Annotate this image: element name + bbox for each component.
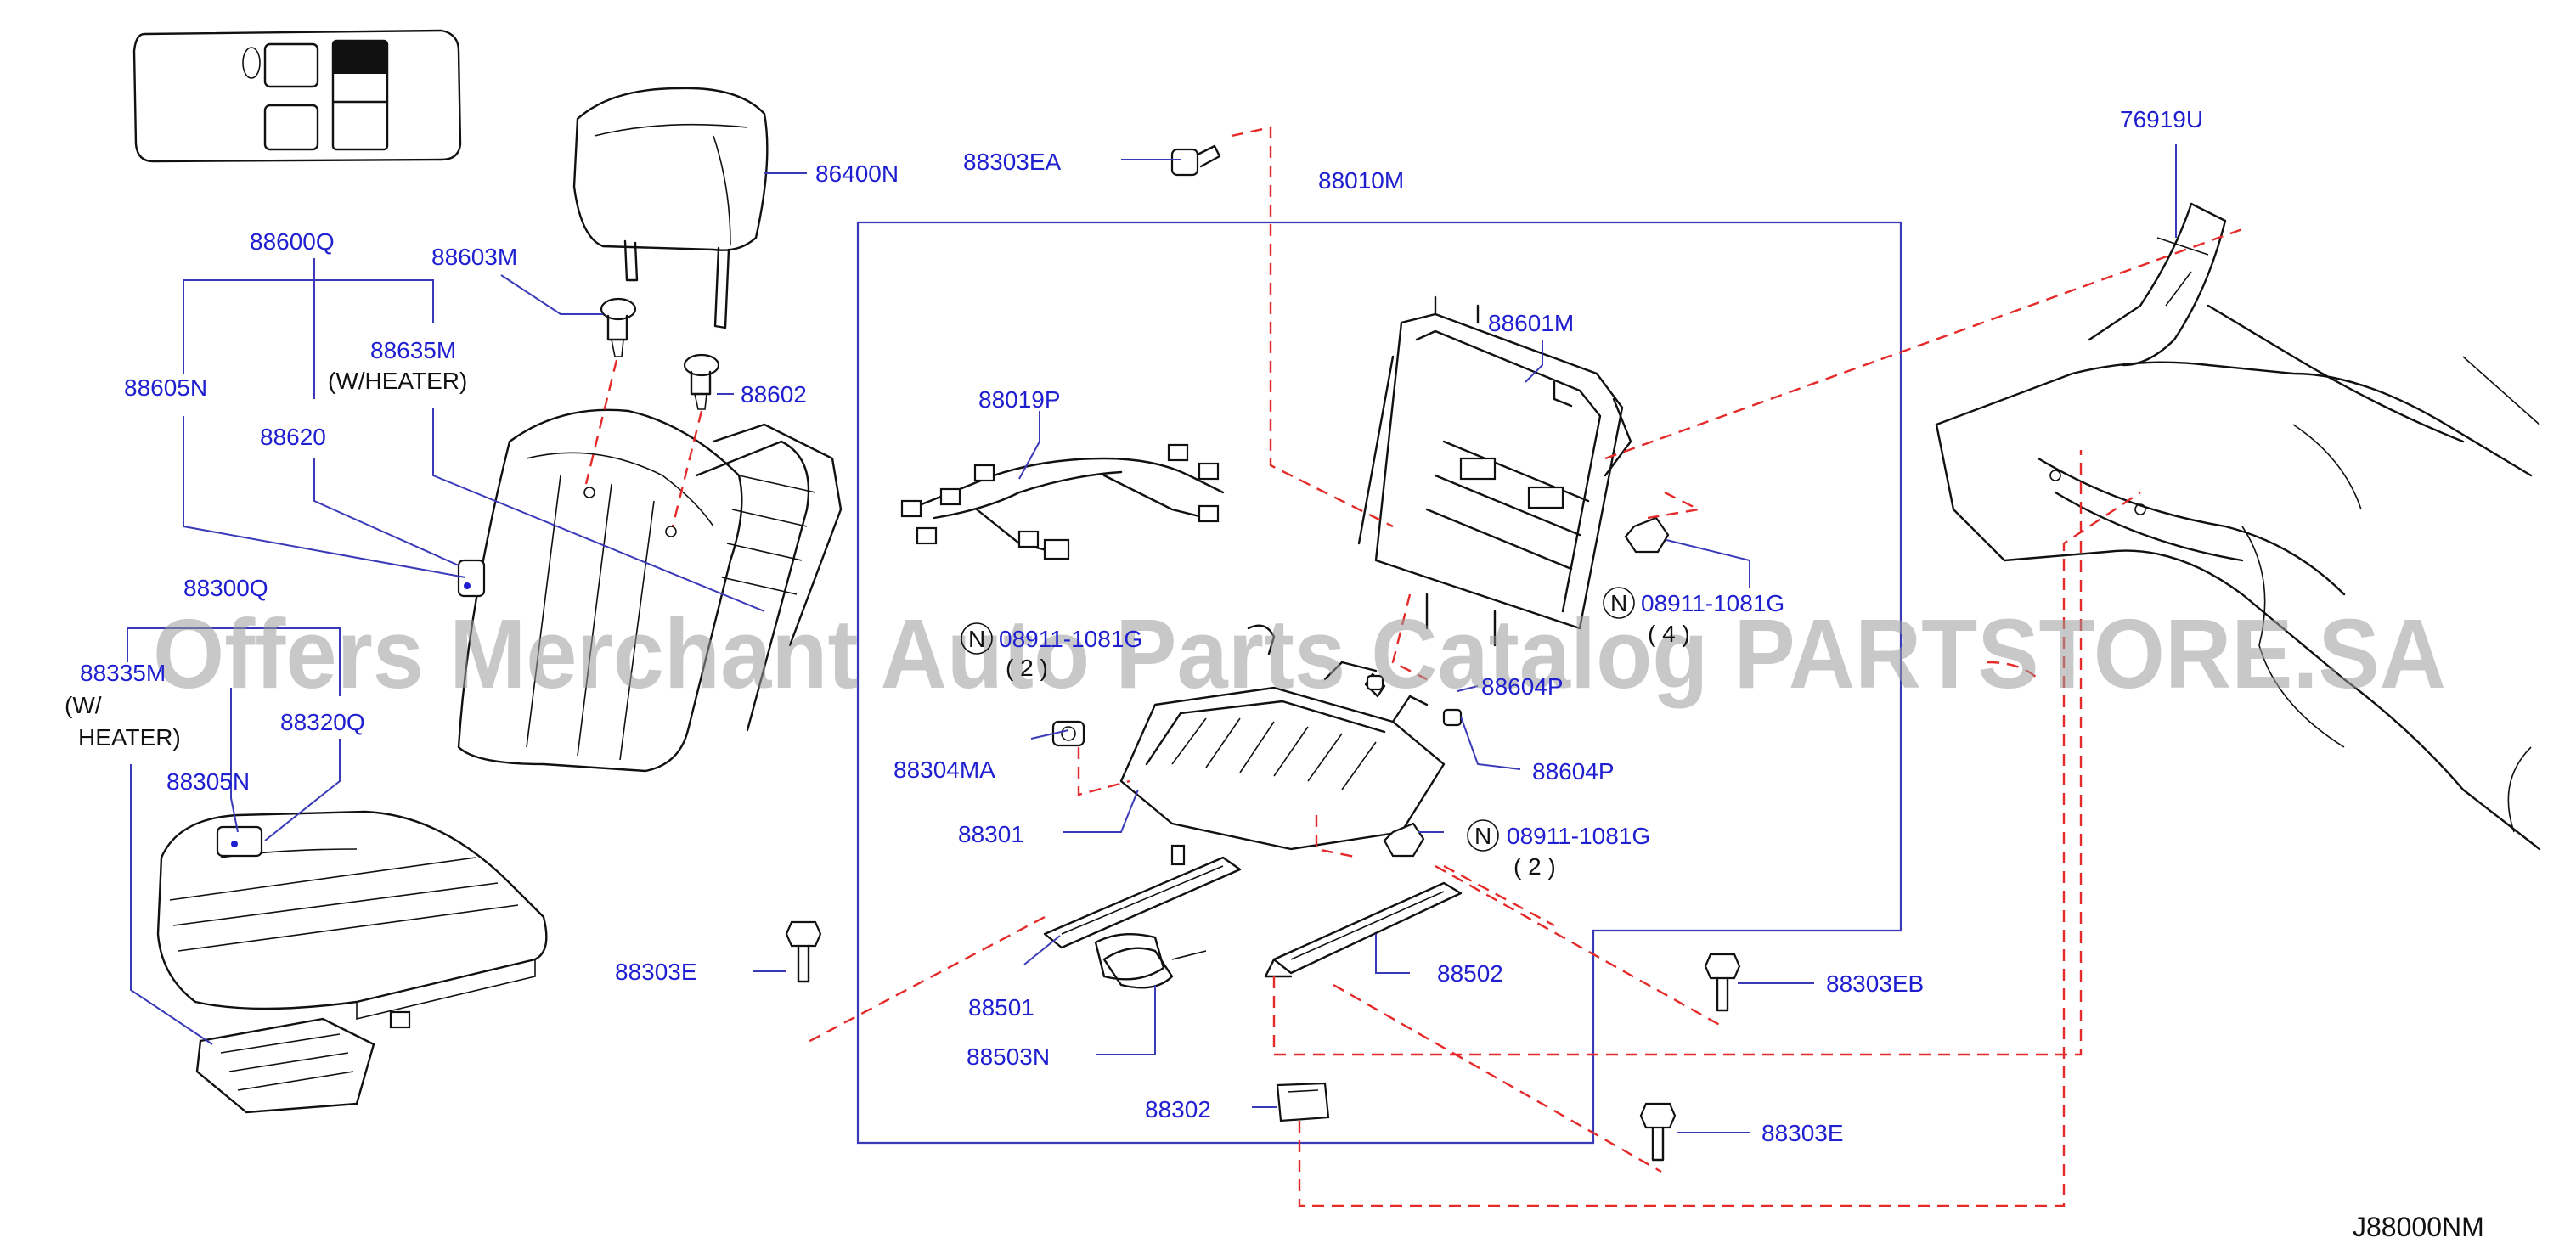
part-label-88600Q[interactable]: 88600Q <box>250 228 335 255</box>
vehicle-locator-thumbnail <box>132 29 462 163</box>
part-label-88635M[interactable]: 88635M <box>370 337 456 363</box>
part-label-88304MA[interactable]: 88304MA <box>893 757 995 783</box>
part-label-88602[interactable]: 88602 <box>741 381 807 408</box>
nut-08911-a-drawing <box>1624 516 1670 554</box>
callout-leader-lines <box>127 144 2177 1133</box>
part-label-88501[interactable]: 88501 <box>968 994 1034 1021</box>
part-label-88305N[interactable]: 88305N <box>166 768 250 795</box>
part-label-88601M[interactable]: 88601M <box>1488 310 1574 336</box>
bolt-88303E-right-drawing <box>1639 1102 1677 1162</box>
note-qty-2b: ( 2 ) <box>1513 853 1556 880</box>
seat-back-drawing <box>457 408 843 773</box>
part-label-88300Q[interactable]: 88300Q <box>183 575 268 601</box>
seat-cushion-drawing <box>156 810 548 1114</box>
part-label-88502[interactable]: 88502 <box>1437 960 1503 987</box>
n-symbol-c: N <box>1474 823 1491 849</box>
part-label-88320Q[interactable]: 88320Q <box>280 709 365 735</box>
note-qty-2a: ( 2 ) <box>1006 655 1048 681</box>
wire-harness-88019P-drawing <box>900 443 1225 560</box>
headrest-drawing <box>572 87 769 329</box>
part-label-08911-b[interactable]: 08911-1081G <box>999 626 1142 652</box>
part-label-08911-c[interactable]: 08911-1081G <box>1507 823 1650 849</box>
cap-88302-drawing <box>1276 1082 1330 1122</box>
assembly-88010M-frame <box>856 221 1902 1145</box>
part-label-88303E-right[interactable]: 88303E <box>1761 1120 1844 1146</box>
part-label-88620[interactable]: 88620 <box>260 424 326 450</box>
bolt-88303EB-drawing <box>1704 953 1741 1012</box>
bolt-88303EA-drawing <box>1170 144 1221 177</box>
nut-08911-c-drawing <box>1383 822 1425 858</box>
n-symbol-b: N <box>968 626 985 652</box>
part-label-88301[interactable]: 88301 <box>958 821 1024 847</box>
part-label-88302[interactable]: 88302 <box>1145 1096 1211 1122</box>
assembly-connection-lines <box>584 126 2243 1207</box>
n-symbol-a: N <box>1610 590 1627 616</box>
part-label-88303EB[interactable]: 88303EB <box>1826 970 1924 997</box>
part-label-08911-a[interactable]: 08911-1081G <box>1641 590 1784 616</box>
part-label-88604P-b[interactable]: 88604P <box>1532 758 1615 785</box>
cushion-frame-88301-drawing <box>1051 624 1446 851</box>
bolt-88303E-left-drawing <box>785 920 822 983</box>
motor-88503N-drawing <box>1094 933 1165 981</box>
part-label-88019P[interactable]: 88019P <box>978 386 1061 413</box>
note-qty-4: ( 4 ) <box>1648 621 1690 647</box>
clip-88602-drawing <box>683 353 720 410</box>
part-label-88604P-a[interactable]: 88604P <box>1481 673 1564 700</box>
clip-88604P-upper-drawing <box>1366 674 1384 691</box>
part-label-88010M[interactable]: 88010M <box>1318 167 1404 194</box>
part-label-88605N[interactable]: 88605N <box>124 374 207 401</box>
n-symbols <box>961 587 1635 852</box>
part-label-88335M[interactable]: 88335M <box>80 660 166 686</box>
part-label-88303EA[interactable]: 88303EA <box>963 149 1062 175</box>
vehicle-floor-drawing <box>1935 202 2541 851</box>
part-label-86400N[interactable]: 86400N <box>815 160 899 187</box>
diagram-code: J88000NM <box>2353 1212 2484 1242</box>
note-heater-2: HEATER) <box>78 724 181 751</box>
seat-rail-88502-drawing <box>1264 881 1463 978</box>
watermark-text: Offers Merchant Auto Parts Catalog PARTS… <box>153 599 2446 709</box>
part-label-88503N[interactable]: 88503N <box>967 1043 1050 1070</box>
seatback-frame-88601M-drawing <box>1357 295 1632 647</box>
note-w-open: (W/ <box>65 692 102 718</box>
note-w-heater-1: (W/HEATER) <box>328 368 467 394</box>
seat-rail-88501-drawing <box>1043 844 1242 989</box>
part-label-88603M[interactable]: 88603M <box>431 244 517 270</box>
part-label-88303E-left[interactable]: 88303E <box>615 959 697 985</box>
part-label-76919U[interactable]: 76919U <box>2120 106 2203 132</box>
clip-88604P-drawing <box>1442 708 1463 727</box>
clip-88603M-drawing <box>600 297 637 357</box>
